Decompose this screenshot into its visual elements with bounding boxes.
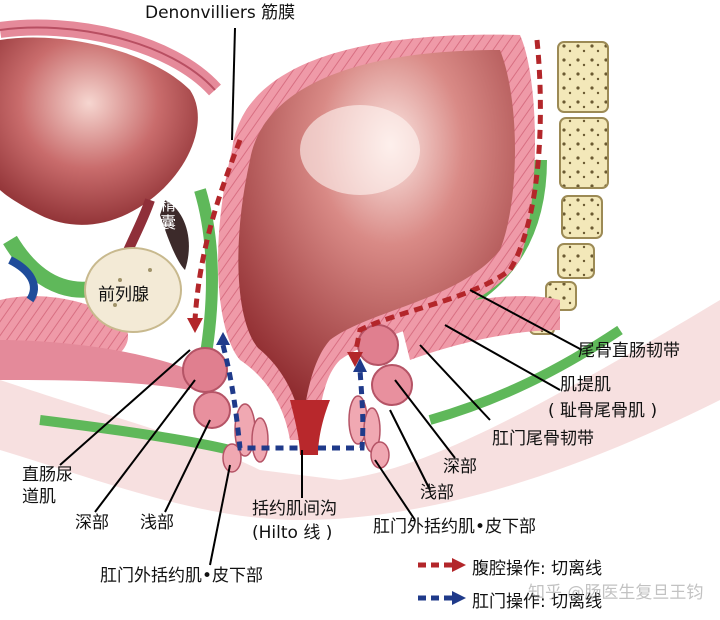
legend-anal-text: 肛门操作: 切离线: [472, 592, 603, 612]
bladder: [0, 19, 221, 365]
label-pubococcygeus: ( 耻骨尾骨肌 ): [548, 401, 658, 421]
label-seminal-vesicle: 精囊: [160, 195, 177, 232]
label-ext-sphincter-left: 肛门外括约肌•皮下部: [100, 566, 264, 586]
legend-anal: 肛门操作: 切离线: [472, 587, 602, 612]
label-rectourethralis-2: 道肌: [22, 487, 56, 507]
coccyx-bone: [529, 41, 609, 335]
label-hilton-line: (Hilto 线 ): [252, 523, 333, 543]
label-denonvilliers: Denonvilliers 筋膜: [145, 3, 296, 23]
label-deep-part-left: 深部: [75, 513, 109, 533]
rectum: [218, 34, 536, 440]
label-ext-sphincter-right: 肛门外括约肌•皮下部: [373, 517, 537, 537]
label-intersphincteric-groove: 括约肌间沟: [252, 499, 337, 519]
levator-ani-shape: [400, 296, 560, 360]
label-superficial-part-right: 浅部: [420, 483, 454, 503]
watermark: 知乎 @肠医生复旦王钧: [528, 583, 704, 603]
anal-dissection-line-left: [220, 344, 300, 451]
label-anococcygeal-rectal-ligament: 尾骨直肠韧带: [578, 341, 680, 361]
label-levator-ani: 肌提肌: [560, 375, 611, 395]
label-rectourethralis-1: 直肠尿: [22, 465, 73, 485]
label-prostate: 前列腺: [98, 285, 149, 305]
fascia-left: [194, 188, 218, 361]
perineum-skin: [0, 300, 720, 520]
anal-dissection-line-right: [318, 369, 366, 451]
legend-abdominal: 腹腔操作: 切离线: [472, 554, 602, 579]
label-superficial-part-left: 浅部: [140, 513, 174, 533]
label-anococcygeal-ligament: 肛门尾骨韧带: [492, 429, 594, 449]
label-deep-part-right: 深部: [443, 457, 477, 477]
legend-abdominal-text: 腹腔操作: 切离线: [472, 559, 603, 579]
sphincter-left: [182, 347, 269, 473]
seminal-vesicle-shape: [160, 200, 189, 270]
abdominal-dissection-line-left: [192, 139, 243, 321]
prostate-shape: [84, 247, 182, 333]
leader-lines: [59, 27, 583, 566]
